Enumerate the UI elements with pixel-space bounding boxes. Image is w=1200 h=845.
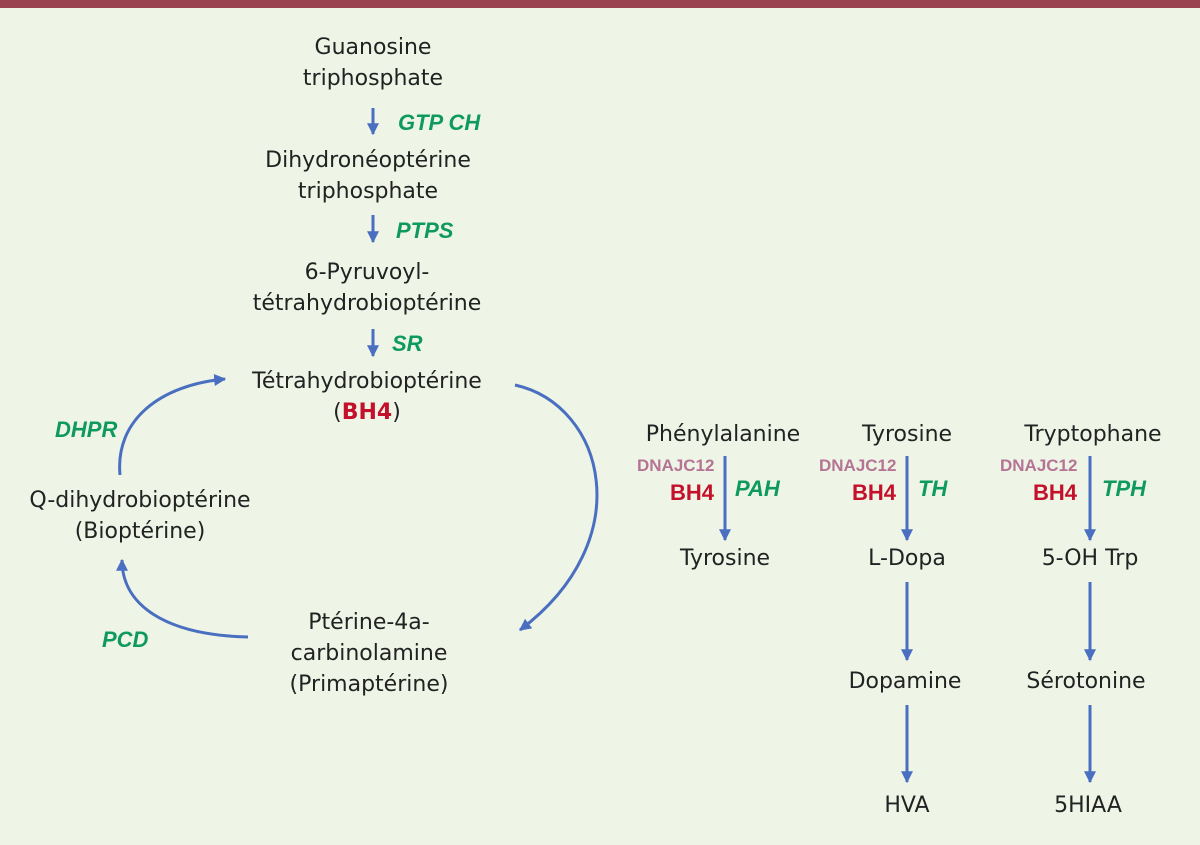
bh4-abbr-line: (BH4)	[333, 400, 401, 425]
hva-label: HVA	[884, 793, 930, 818]
enzyme-ptps: PTPS	[396, 218, 454, 243]
pca-line2: carbinolamine	[290, 641, 448, 666]
enzyme-pcd: PCD	[102, 627, 149, 652]
dhnp-line2: triphosphate	[297, 179, 439, 204]
dihydroneopterine-label: Dihydronéoptérine triphosphate	[265, 145, 471, 207]
gtp-line1: Guanosine	[314, 35, 432, 60]
enzyme-tph: TPH	[1102, 476, 1146, 501]
dopamine-label: Dopamine	[848, 669, 962, 694]
pyruvoyl-label: 6-Pyruvoyl- tétrahydrobioptérine	[253, 257, 482, 319]
arrow-pca-to-qdh	[116, 558, 249, 639]
q-dihydrobiopterine-label: Q-dihydrobioptérine (Bioptérine)	[29, 485, 250, 547]
serotonine-label: Sérotonine	[1026, 669, 1146, 694]
5hiaa-label: 5HIAA	[1054, 793, 1122, 818]
tyrosine-substrate-label: Tyrosine	[861, 422, 953, 447]
tryptophane-label: Tryptophane	[1024, 422, 1162, 447]
bh4-tph: BH4	[1033, 480, 1078, 505]
pterine-carbinolamine-label: Ptérine-4a- carbinolamine (Primaptérine)	[290, 607, 449, 700]
bh4-th: BH4	[852, 480, 897, 505]
qdh-line2: (Bioptérine)	[74, 519, 206, 544]
enzyme-pah: PAH	[735, 476, 780, 501]
enzyme-sr: SR	[392, 331, 423, 356]
top-border	[0, 0, 1200, 8]
gtp-line2: triphosphate	[302, 66, 444, 91]
enzyme-gtpch: GTP CH	[398, 110, 481, 135]
dnajc12-pah: DNAJC12	[637, 456, 715, 475]
pca-line3: (Primaptérine)	[289, 672, 449, 697]
bh4-pah: BH4	[670, 480, 715, 505]
phenylalanine-label: Phénylalanine	[645, 422, 801, 447]
dnajc12-th: DNAJC12	[819, 456, 897, 475]
arrow-qdh-to-bh4	[118, 374, 227, 476]
arrow-bh4-to-pca	[514, 383, 599, 632]
ptp-line1: 6-Pyruvoyl-	[304, 260, 430, 285]
gtp-label: Guanosine triphosphate	[303, 32, 443, 94]
enzyme-th: TH	[918, 476, 948, 501]
5ohtrp-label: 5-OH Trp	[1041, 546, 1139, 571]
ptp-line2: tétrahydrobioptérine	[252, 291, 482, 316]
bh4-abbr: BH4	[341, 400, 393, 425]
enzyme-dhpr: DHPR	[55, 417, 118, 442]
tyrosine-product-label: Tyrosine	[679, 546, 771, 571]
bh4-label: Tétrahydrobioptérine (BH4)	[252, 366, 482, 428]
bh4-name: Tétrahydrobioptérine	[252, 369, 482, 394]
dnajc12-tph: DNAJC12	[1000, 456, 1078, 475]
dhnp-line1: Dihydronéoptérine	[265, 148, 471, 173]
ldopa-label: L-Dopa	[868, 546, 946, 571]
pca-line1: Ptérine-4a-	[308, 610, 430, 635]
qdh-line1: Q-dihydrobioptérine	[29, 488, 251, 513]
